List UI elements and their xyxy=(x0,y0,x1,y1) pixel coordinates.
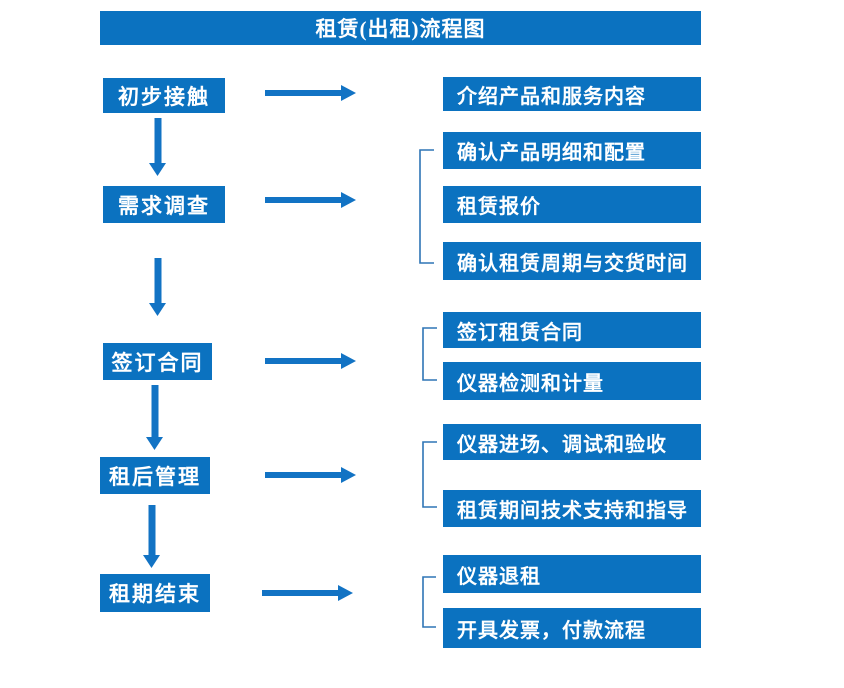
right-arrow-5 xyxy=(262,585,353,601)
down-arrow-3 xyxy=(146,385,163,450)
stage-box-demand-survey: 需求调查 xyxy=(103,186,225,223)
detail-box-rental-quotation: 租赁报价 xyxy=(443,186,701,223)
right-arrow-3 xyxy=(265,353,356,369)
detail-box-confirm-rental-period: 确认租赁周期与交货时间 xyxy=(443,242,701,280)
bracket-group-rental-end xyxy=(422,576,436,628)
detail-box-instrument-setup-acceptance: 仪器进场、调试和验收 xyxy=(443,424,701,460)
flowchart-title: 租赁(出租)流程图 xyxy=(100,11,701,45)
down-arrow-4 xyxy=(143,505,160,568)
detail-box-confirm-product-details: 确认产品明细和配置 xyxy=(443,132,701,169)
bracket-group-sign-contract xyxy=(422,327,437,381)
detail-box-instrument-inspection: 仪器检测和计量 xyxy=(443,362,701,400)
right-arrow-2 xyxy=(265,192,356,208)
detail-box-instrument-return: 仪器退租 xyxy=(443,555,701,593)
detail-box-introduce-products: 介绍产品和服务内容 xyxy=(443,77,701,111)
right-arrow-1 xyxy=(265,85,356,101)
bracket-group-post-rental xyxy=(422,441,437,508)
down-arrow-2 xyxy=(149,258,166,316)
stage-box-post-rental-management: 租后管理 xyxy=(100,457,210,494)
down-arrow-1 xyxy=(149,118,166,176)
detail-box-invoice-payment: 开具发票，付款流程 xyxy=(443,608,701,648)
stage-box-rental-end: 租期结束 xyxy=(100,574,210,612)
bracket-group-demand-survey xyxy=(419,149,434,264)
detail-box-technical-support: 租赁期间技术支持和指导 xyxy=(443,490,701,527)
stage-box-sign-contract: 签订合同 xyxy=(103,343,212,380)
detail-box-sign-rental-contract: 签订租赁合同 xyxy=(443,312,701,348)
stage-box-initial-contact: 初步接触 xyxy=(103,78,225,113)
right-arrow-4 xyxy=(265,467,356,483)
